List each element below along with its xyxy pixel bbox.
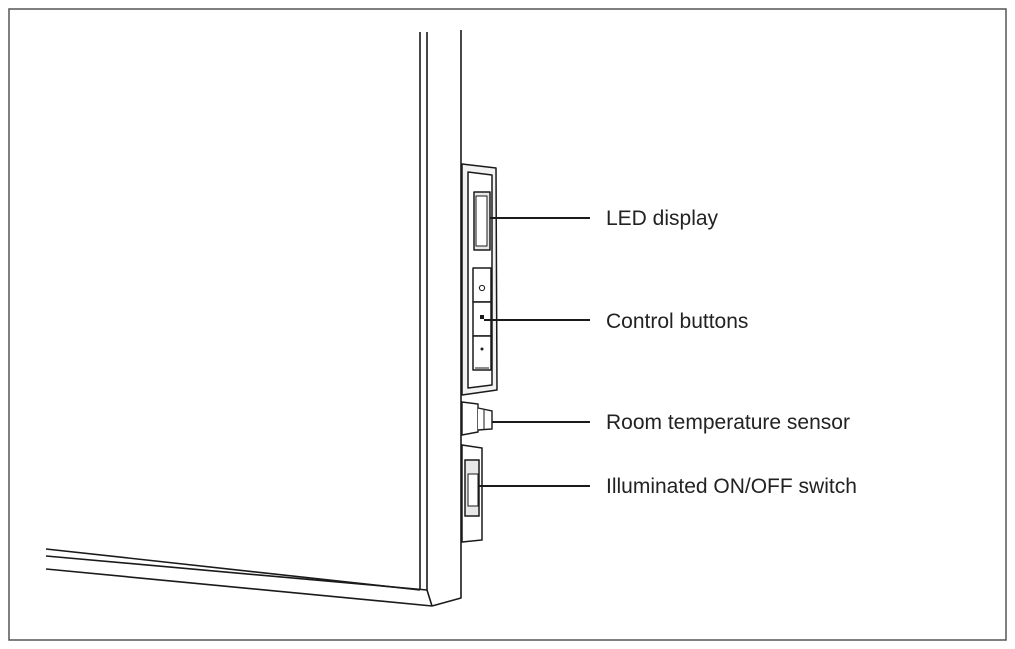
control-button-3 (472, 335, 492, 371)
label-control-buttons: Control buttons (606, 310, 748, 333)
control-housing (461, 163, 498, 396)
panel-edge-left (426, 32, 433, 607)
heater-panel (45, 30, 462, 607)
panel-bottom-edge-2 (45, 555, 428, 591)
panel-bottom-edge-3 (45, 568, 433, 607)
leader-lines (479, 217, 590, 487)
diagram-frame (8, 8, 1007, 641)
room-temperature-sensor (461, 401, 493, 436)
label-led-display: LED display (606, 207, 719, 230)
label-room-temperature-sensor: Room temperature sensor (606, 411, 850, 434)
panel-edge-right (431, 30, 462, 607)
label-onoff-switch: Illuminated ON/OFF switch (606, 475, 857, 498)
onoff-switch-body (461, 444, 483, 543)
